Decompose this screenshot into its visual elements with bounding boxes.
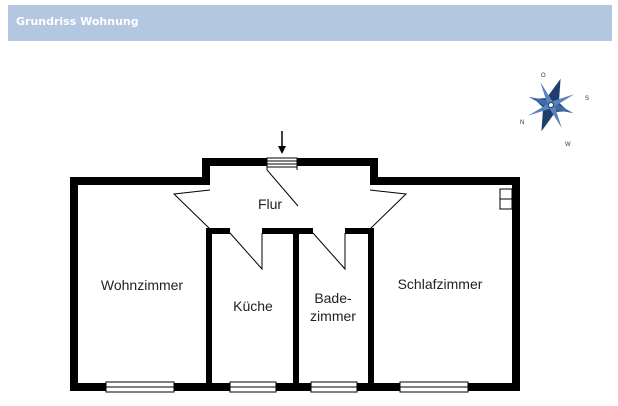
outer-wall-left xyxy=(70,177,78,391)
compass-s: S xyxy=(585,96,589,102)
corridor-wall-left xyxy=(202,158,210,185)
windows xyxy=(105,188,513,393)
compass-rose-icon: O S N W xyxy=(520,73,589,148)
label-bad-line2: zimmer xyxy=(310,308,356,324)
wall-segment xyxy=(206,228,230,234)
label-wohnzimmer: Wohnzimmer xyxy=(101,277,184,293)
outer-wall-top-left xyxy=(70,177,210,185)
wall-segment xyxy=(262,228,299,234)
label-schlafzimmer: Schlafzimmer xyxy=(398,276,483,292)
label-kueche: Küche xyxy=(233,298,273,314)
page-title: Grundriss Wohnung xyxy=(16,15,139,28)
label-flur: Flur xyxy=(258,196,282,212)
walls xyxy=(70,158,520,391)
door-swing-bad xyxy=(312,232,346,271)
wall-segment xyxy=(293,228,313,234)
compass-n: N xyxy=(520,120,524,126)
wall-wohnzimmer-kueche xyxy=(206,228,212,386)
wall-bad-schlafzimmer xyxy=(368,228,374,386)
page-header: Grundriss Wohnung xyxy=(8,5,612,41)
compass-w: W xyxy=(565,142,571,148)
door-swing-schlafzimmer xyxy=(369,189,408,230)
corridor-wall-right xyxy=(370,158,378,185)
entrance-door xyxy=(266,157,299,207)
door-swings xyxy=(172,189,408,271)
outer-wall-right xyxy=(512,177,520,391)
wall-kueche-bad xyxy=(293,228,299,386)
door-swing-kueche xyxy=(229,232,263,271)
door-swing-wohnzimmer xyxy=(172,189,211,230)
outer-wall-bottom xyxy=(70,383,520,391)
outer-wall-top-right xyxy=(370,177,520,185)
entrance-arrow-icon xyxy=(278,131,286,154)
compass-o: O xyxy=(541,73,546,79)
label-bad-line1: Bade- xyxy=(314,290,352,306)
wall-segment xyxy=(345,228,374,234)
